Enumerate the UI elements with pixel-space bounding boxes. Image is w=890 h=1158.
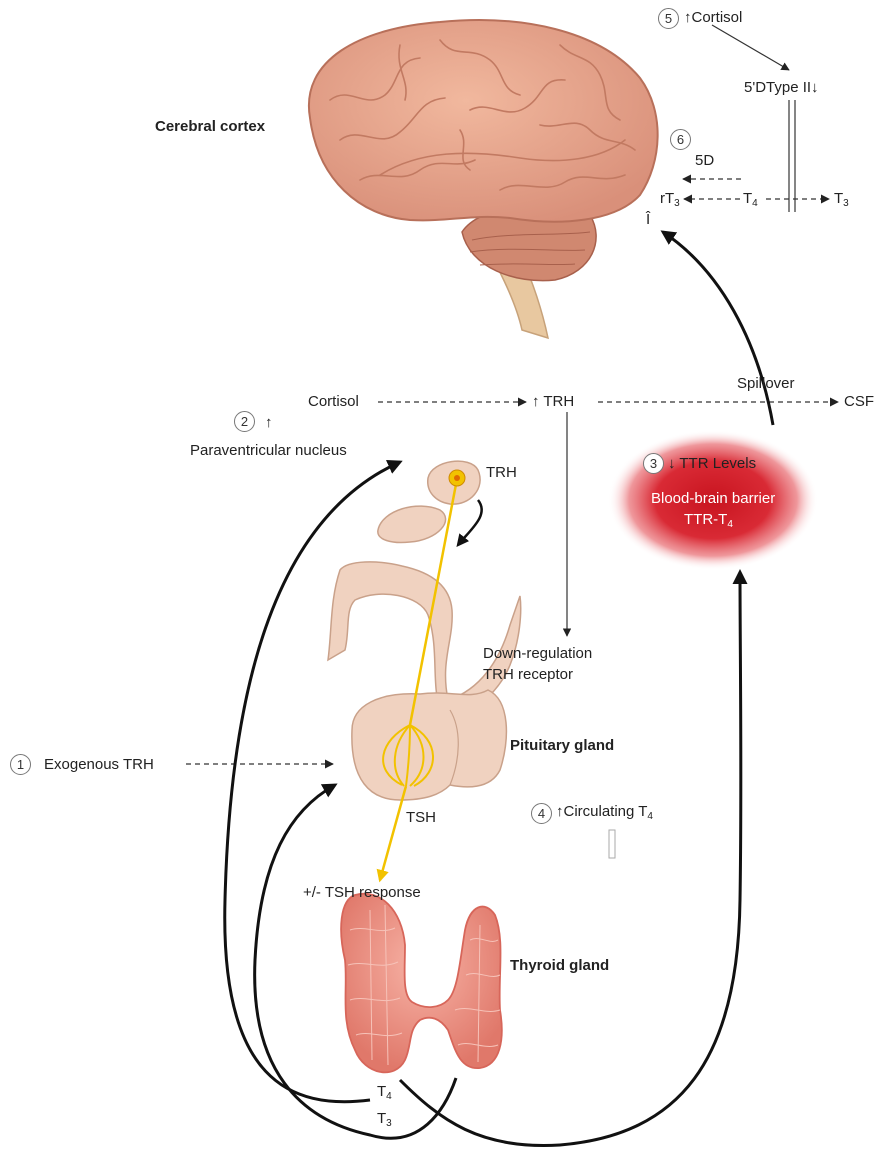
step-1-badge: 1 [10, 754, 31, 775]
paraventricular-nucleus-label: Paraventricular nucleus [190, 443, 347, 458]
cerebral-cortex-label: Cerebral cortex [155, 119, 265, 134]
t4-label: T4 [743, 191, 758, 209]
cerebrum [309, 20, 658, 222]
i-mark-label: Î [646, 212, 650, 227]
rt3-label: rT3 [660, 191, 680, 209]
deiodinase-type2-label: 5'DType II↓ [744, 80, 819, 95]
circulating-t4-marker [609, 830, 615, 858]
pituitary-stalk [328, 562, 521, 712]
spillover-label: Spillover [737, 376, 795, 391]
exogenous-trh-label: Exogenous TRH [44, 757, 154, 772]
circulating-t4-label: ↑Circulating T4 [556, 804, 653, 822]
output-t4-label: T4 [377, 1084, 392, 1102]
step-2-badge: 2 [234, 411, 255, 432]
tsh-label: TSH [406, 810, 436, 825]
blood-brain-barrier-label: Blood-brain barrier [651, 491, 775, 506]
trh-up-label: ↑ TRH [532, 394, 574, 409]
t3-label: T3 [834, 191, 849, 209]
cortisol-to-deiodinase-arrow [712, 25, 789, 70]
step-6-badge: 6 [670, 129, 691, 150]
hypothalamus-pituitary-illustration [328, 461, 521, 800]
5d-label: 5D [695, 153, 714, 168]
step-4-badge: 4 [531, 803, 552, 824]
hypothalamus-tissue [378, 506, 446, 542]
step-3-badge: 3 [643, 453, 664, 474]
ttr-t4-label: TTR-T4 [684, 512, 733, 530]
cortisol-up-label: ↑Cortisol [684, 10, 742, 25]
thyroid-gland-label: Thyroid gland [510, 958, 609, 973]
brain-illustration [309, 20, 658, 338]
step-5-badge: 5 [658, 8, 679, 29]
tsh-response-label: +/- TSH response [303, 885, 421, 900]
output-t3-label: T3 [377, 1111, 392, 1129]
pituitary-gland-label: Pituitary gland [510, 738, 614, 753]
thyroid-illustration [341, 894, 502, 1073]
trh-label: TRH [486, 465, 517, 480]
trh-receptor-label: TRH receptor [483, 667, 573, 682]
ttr-levels-label: ↓ TTR Levels [668, 456, 756, 471]
trh-release-arrow [458, 500, 482, 545]
down-regulation-label: Down-regulation [483, 646, 592, 661]
pituitary-body [352, 690, 507, 800]
thyroid-gland-shape [341, 894, 502, 1073]
cortisol-label: Cortisol [308, 394, 359, 409]
pvn-arrow-label: ↑ [265, 415, 273, 430]
csf-label: CSF [844, 394, 874, 409]
bbb-to-brain-arrow [663, 232, 773, 425]
